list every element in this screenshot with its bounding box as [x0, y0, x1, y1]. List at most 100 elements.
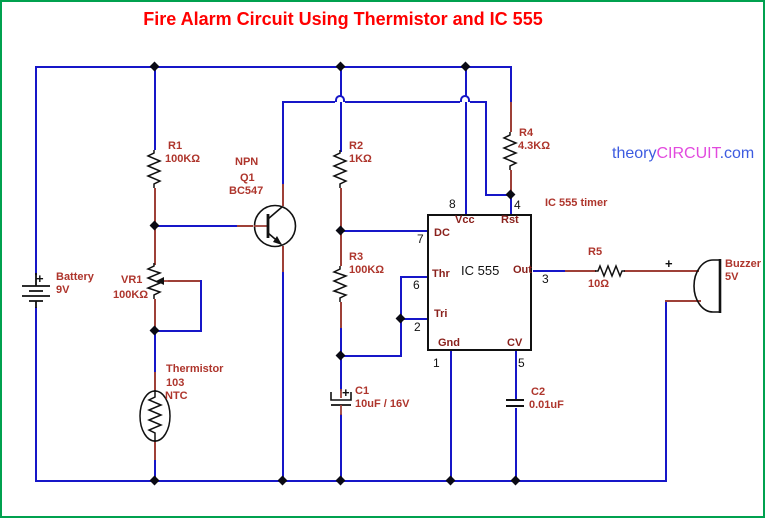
- buzzer-name: Buzzer: [725, 258, 762, 270]
- buzzer-symbol: [693, 259, 722, 313]
- thermistor-name: Thermistor: [166, 363, 224, 375]
- r1-name: R1: [168, 140, 183, 152]
- wire-battery-top: [35, 66, 37, 275]
- wire-lead: [154, 299, 156, 331]
- battery-name: Battery: [56, 271, 94, 283]
- pin-gnd-label: Gnd: [438, 337, 460, 349]
- capacitor-c1: [330, 389, 352, 415]
- junction-dot: [460, 61, 471, 72]
- thermistor-kind: NTC: [165, 390, 188, 402]
- junction-dot: [510, 475, 521, 486]
- watermark-theory: theory: [612, 145, 657, 162]
- thermistor-value: 103: [166, 377, 185, 389]
- wire-hop: [460, 95, 470, 102]
- wire-pin8: [465, 66, 467, 214]
- r5-name: R5: [588, 246, 603, 258]
- r3-name: R3: [349, 251, 364, 263]
- wire-base-lead: [237, 225, 253, 227]
- junction-dot: [149, 475, 160, 486]
- wire-lead: [624, 270, 699, 272]
- ic555-note: IC 555 timer: [545, 197, 608, 209]
- pin-2-number: 2: [414, 320, 421, 334]
- wire-lead: [154, 227, 156, 265]
- wire-lead: [154, 188, 156, 226]
- wire-segment: [340, 66, 342, 152]
- pin-rst-label: Rst: [501, 214, 519, 226]
- wire-segment: [510, 66, 512, 102]
- pin-vcc-label: Vcc: [455, 214, 475, 226]
- transistor-q1: [253, 204, 297, 248]
- wire-lead: [154, 372, 156, 392]
- junction-dot: [149, 325, 160, 336]
- ic555-label: IC 555: [461, 263, 500, 278]
- buzzer-value: 5V: [725, 271, 739, 283]
- pin-out-label: Out: [513, 264, 532, 276]
- resistor-r5: [595, 263, 625, 279]
- wire-emitter: [282, 272, 284, 482]
- wiper-arrow-icon: [156, 277, 170, 285]
- r1-value: 100KΩ: [165, 153, 201, 165]
- junction-dot: [335, 225, 346, 236]
- junction-dot: [445, 475, 456, 486]
- c2-name: C2: [531, 386, 546, 398]
- wire-segment: [515, 408, 517, 482]
- q1-name: Q1: [240, 172, 255, 184]
- resistor-r4: [502, 132, 518, 170]
- wire-segment: [340, 414, 342, 482]
- wire-segment: [282, 101, 335, 103]
- resistor-r1: [146, 150, 162, 188]
- r5-value: 10Ω: [588, 278, 610, 290]
- watermark-circuit: CIRCUIT: [656, 145, 720, 162]
- junction-dot: [149, 61, 160, 72]
- wire-segment: [154, 330, 202, 332]
- r4-value: 4.3KΩ: [518, 140, 551, 152]
- r4-name: R4: [519, 127, 534, 139]
- battery-symbol: [22, 273, 50, 308]
- junction-dot: [149, 220, 160, 231]
- junction-dot: [335, 475, 346, 486]
- c1-name: C1: [355, 385, 370, 397]
- wire-segment: [200, 280, 202, 332]
- ic555-body: [427, 214, 532, 351]
- vr1-value: 100KΩ: [113, 289, 149, 301]
- wire-lead: [282, 184, 284, 206]
- wire-buzzer-return: [665, 302, 667, 480]
- potentiometer-vr1: [145, 263, 163, 299]
- pin-5-number: 5: [518, 356, 525, 370]
- wire-segment: [485, 194, 511, 196]
- buzzer-plus-sign: +: [665, 256, 673, 271]
- wire-emitter-lead: [282, 246, 284, 272]
- capacitor-c2: [506, 405, 524, 407]
- wire-top-rail: [35, 66, 512, 68]
- page-title: Fire Alarm Circuit Using Thermistor and …: [143, 9, 543, 29]
- c2-value: 0.01uF: [529, 399, 564, 411]
- wire-segment: [340, 328, 342, 357]
- pin-dc-label: DC: [434, 227, 450, 239]
- resistor-r2: [332, 150, 348, 188]
- wire-base: [154, 225, 237, 227]
- junction-dot: [335, 350, 346, 361]
- wire-hop: [335, 95, 345, 102]
- pin-4-number: 4: [514, 198, 521, 212]
- r2-value: 1KΩ: [349, 153, 372, 165]
- wire-lead: [565, 270, 596, 272]
- wire-pin5: [515, 350, 517, 400]
- pin-7-number: 7: [417, 232, 424, 246]
- wire-segment: [345, 101, 460, 103]
- pin-3-number: 3: [542, 272, 549, 286]
- watermark: theoryCIRCUIT.com: [612, 145, 754, 163]
- wire-out: [533, 270, 565, 272]
- wire-lead: [510, 170, 512, 196]
- wire-lead: [665, 300, 701, 302]
- pin-thr-label: Thr: [432, 268, 450, 280]
- vr1-name: VR1: [121, 274, 143, 286]
- c1-plus-sign: +: [342, 385, 350, 400]
- pin-1-number: 1: [433, 356, 440, 370]
- thermistor-symbol: [139, 390, 171, 442]
- wire-segment: [341, 355, 402, 357]
- battery-plus-sign: +: [36, 271, 44, 286]
- wire-lead: [154, 440, 156, 460]
- junction-dot: [395, 313, 406, 324]
- wire-pin2: [400, 318, 428, 320]
